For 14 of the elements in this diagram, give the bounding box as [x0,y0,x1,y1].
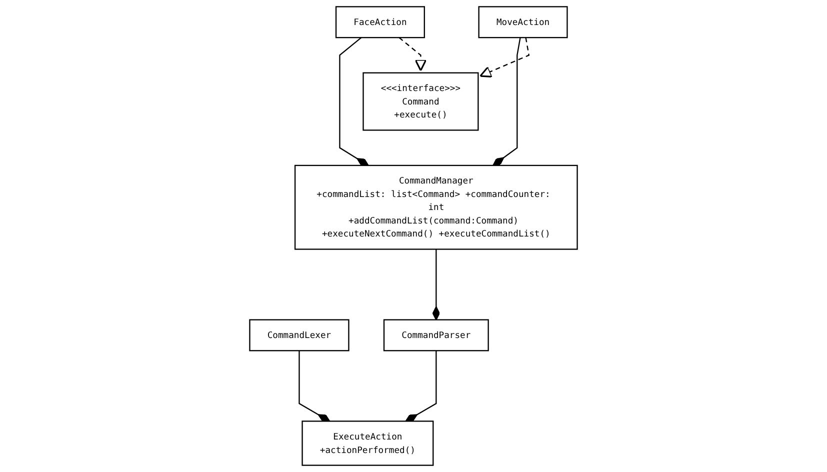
node-box: CommandLexer [249,319,350,352]
connector [492,37,521,166]
connector [432,249,440,321]
node-box: FaceAction [335,6,425,38]
arrow [480,37,530,78]
connector [339,37,370,166]
node-box: CommandParser [383,319,489,352]
node-box: MoveAction [478,6,568,38]
connector [404,350,437,422]
connector [298,350,330,422]
node-box: <<<interface>>> Command +execute() [362,72,479,131]
node-box: ExecuteAction +actionPerformed() [302,420,434,466]
arrow [398,37,427,72]
node-box: CommandManager +commandList: list<Command> +commandCounter: int +addCommandList(command:Command) +executeNextCommand() +executeCommandList() [294,164,578,250]
